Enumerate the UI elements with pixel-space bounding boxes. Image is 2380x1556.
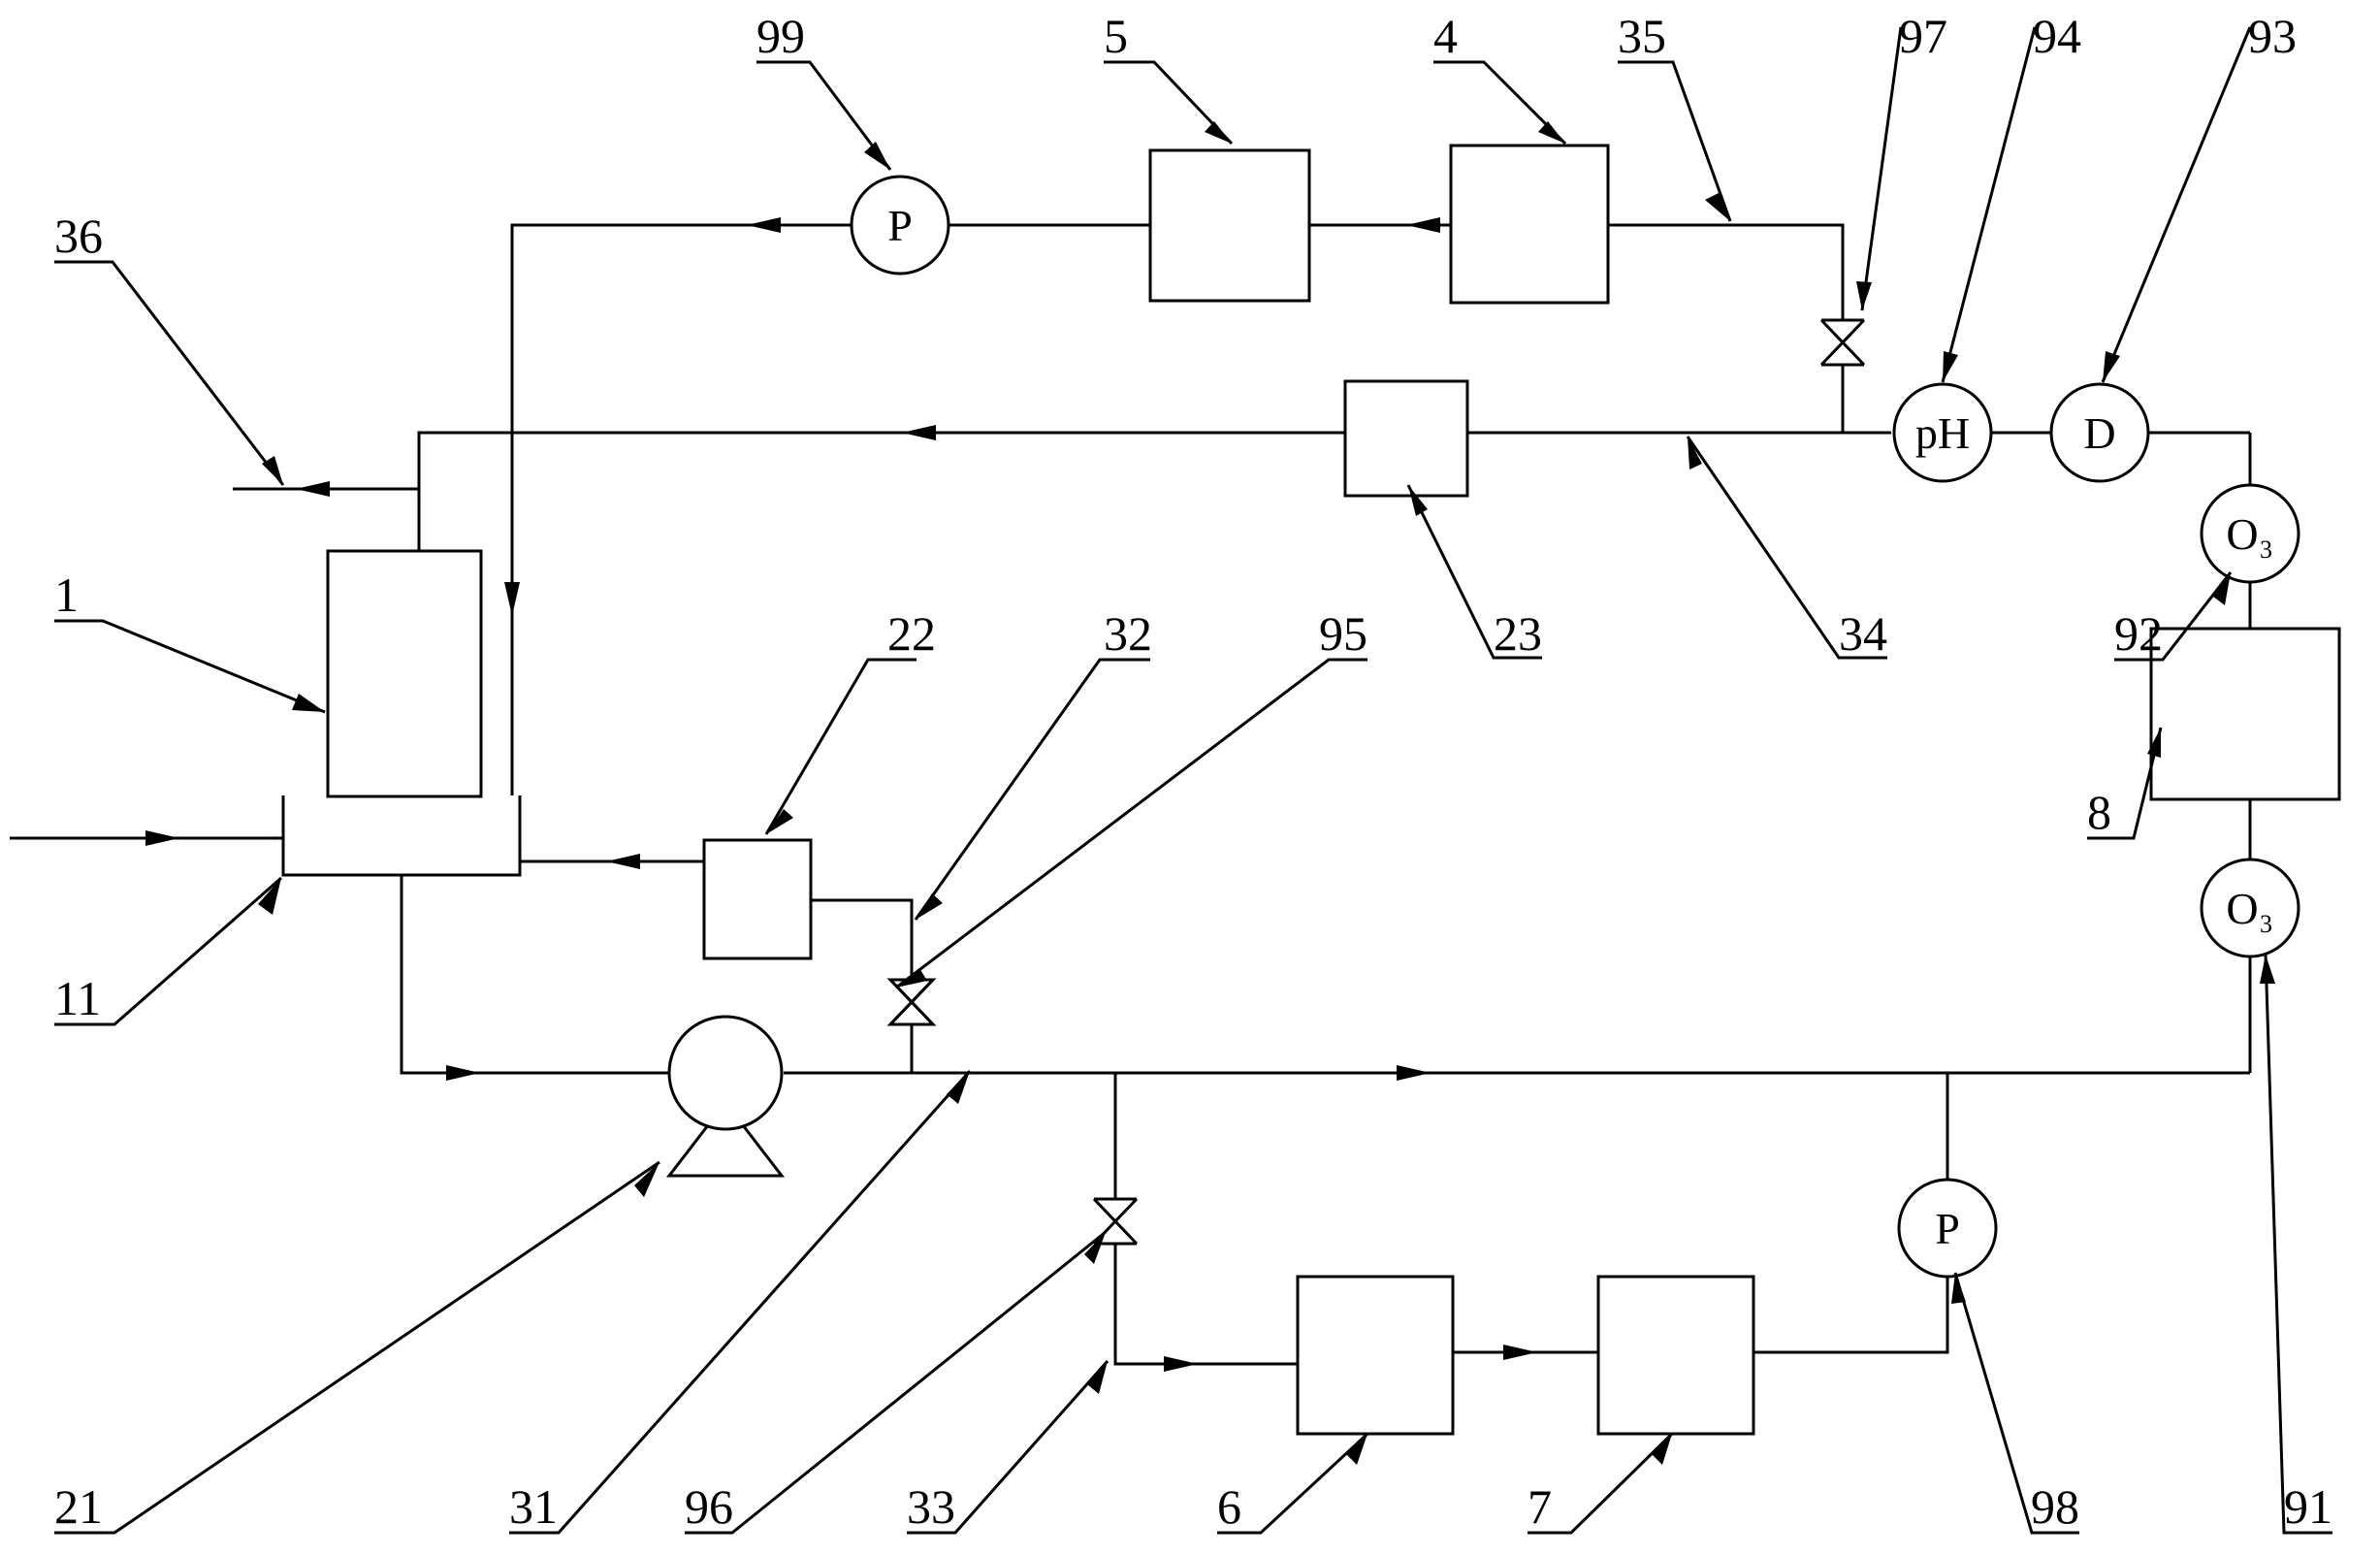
label-35: 35 [1618, 9, 1666, 63]
leader-arrowheads [258, 121, 2275, 1465]
valve-96 [1092, 1197, 1139, 1246]
label-99: 99 [756, 9, 805, 63]
label-33: 33 [907, 1479, 955, 1534]
pipe-33 [1113, 1244, 1298, 1366]
inlet-arrow [145, 830, 179, 846]
label-93: 93 [2248, 9, 2297, 63]
label-92: 92 [2114, 606, 2163, 661]
label-36: 36 [54, 209, 103, 263]
unit-23 [1343, 379, 1469, 498]
label-4: 4 [1433, 9, 1458, 63]
d-sensor-text: D [2083, 408, 2115, 458]
label-8: 8 [2087, 785, 2111, 839]
label-34: 34 [1839, 606, 1887, 661]
label-22: 22 [887, 606, 936, 661]
unit-5 [1148, 148, 1311, 303]
label-5: 5 [1104, 9, 1128, 63]
ozone-top-sub: 3 [2260, 535, 2272, 564]
d-sensor-93 [2049, 382, 2150, 483]
unit-1 [326, 549, 483, 798]
pipe-34-arrow [902, 425, 936, 440]
label-91: 91 [2284, 1479, 2332, 1534]
label-21: 21 [54, 1479, 103, 1534]
label-1: 1 [54, 567, 79, 622]
pressure-98-text: P [1935, 1204, 1960, 1253]
valve-97 [1819, 318, 1866, 367]
unit-7 [1596, 1275, 1755, 1436]
outlet-36-arrow [296, 481, 330, 497]
pipe-34-return [417, 431, 1345, 551]
unit-8 [2149, 627, 2341, 801]
label-31: 31 [509, 1479, 558, 1534]
pump-21 [665, 1015, 786, 1178]
ozone-top-text: O [2226, 509, 2258, 559]
label-11: 11 [54, 971, 101, 1025]
unit-22 [702, 838, 813, 960]
ozone-bottom-text: O [2226, 884, 2258, 933]
label-23: 23 [1494, 606, 1542, 661]
label-6: 6 [1217, 1479, 1241, 1534]
label-97: 97 [1899, 9, 1947, 63]
label-96: 96 [685, 1479, 733, 1534]
leader-lines [54, 26, 2332, 1535]
pipe-35 [1608, 223, 1845, 320]
pressure-99-text: P [887, 201, 913, 250]
label-32: 32 [1104, 606, 1152, 661]
label-7: 7 [1528, 1479, 1552, 1534]
label-94: 94 [2033, 9, 2081, 63]
ozone-bottom-sub: 3 [2260, 910, 2272, 938]
label-98: 98 [2031, 1479, 2079, 1534]
unit-4 [1449, 144, 1610, 305]
ph-sensor-94 [1892, 382, 1993, 483]
pipe-31-suction [400, 875, 669, 1075]
unit-6 [1296, 1275, 1455, 1436]
label-95: 95 [1319, 606, 1367, 661]
ph-sensor-text: pH [1915, 408, 1970, 458]
